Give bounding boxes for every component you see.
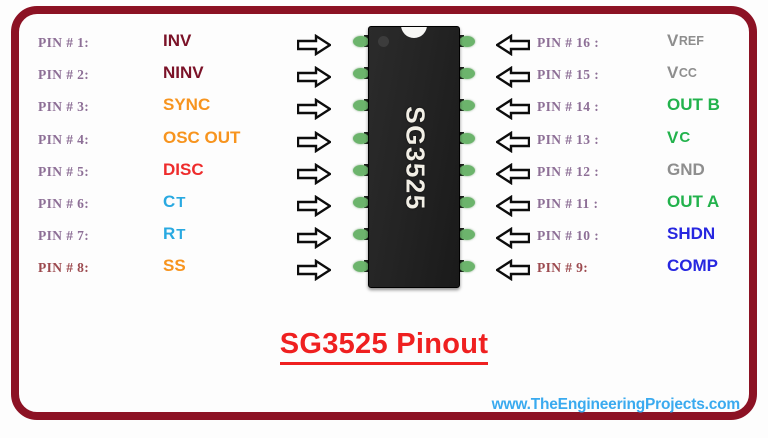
right-pin-number-13: PIN # 13 : [537,131,600,147]
chip-pin-right-12 [459,164,475,176]
right-pin-function-14: OUT B [667,95,720,115]
left-pin-function-3: SYNC [163,95,211,115]
left-pin-function-4: OSC OUT [163,127,241,147]
arrow-right-icon [297,98,331,121]
arrow-right-icon [297,130,331,153]
arrow-left-icon [496,259,530,282]
left-pin-number-7: PIN # 7: [38,228,90,244]
arrow-left-icon [496,98,530,121]
right-pin-function-11: OUT A [667,192,720,211]
chip-pin-right-13 [459,132,475,144]
left-pin-function-2: NINV [163,63,204,83]
chip-pin-right-14 [459,100,475,112]
arrow-left-icon [496,34,530,56]
left-pin-function-1: INV [163,31,192,50]
chip-pin-right-16 [459,36,475,47]
chip-part-number-text: SG3525 [400,105,431,211]
right-pin-function-10: SHDN [667,224,716,244]
diagram-frame [11,6,757,420]
chip-pin-left-4 [353,132,369,144]
chip-pin-right-11 [459,197,475,208]
right-pin-number-10: PIN # 10 : [537,228,600,244]
right-pin-number-12: PIN # 12 : [537,163,600,179]
page-title-text: SG3525 Pinout [279,328,489,365]
chip-pin-right-15 [459,68,475,80]
chip-pin-left-6 [353,197,369,208]
left-pin-function-5: DISC [163,159,204,179]
chip-pin-left-3 [353,100,369,112]
chip-pin-right-10 [459,229,475,241]
chip-body: SG3525 [368,26,460,288]
left-pin-number-2: PIN # 2: [38,67,90,83]
chip-pin-left-7 [353,229,369,241]
arrow-right-icon [297,227,331,250]
left-pin-number-3: PIN # 3: [38,99,90,115]
right-pin-function-12: GND [667,159,705,179]
chip-pin-left-8 [353,261,369,273]
page-title: SG3525 Pinout [0,328,768,365]
footer-url: www.TheEngineeringProjects.com [491,396,741,413]
left-pin-function-8: SS [163,256,186,276]
arrow-right-icon [297,259,331,282]
chip-part-number: SG3525 [369,27,459,287]
chip-pin-right-9 [459,261,475,273]
right-pin-number-11: PIN # 11 : [537,196,599,211]
arrow-left-icon [496,195,530,217]
left-pin-number-1: PIN # 1: [38,35,90,50]
chip-pin-left-5 [353,164,369,176]
chip-notch-icon [401,27,427,38]
arrow-left-icon [496,227,530,250]
arrow-right-icon [297,195,331,217]
left-pin-number-5: PIN # 5: [38,163,90,179]
arrow-right-icon [297,34,331,56]
chip-pin1-dot-icon [378,36,389,47]
right-pin-number-9: PIN # 9: [537,260,589,276]
arrow-right-icon [297,162,331,185]
arrow-left-icon [496,66,530,89]
right-pin-number-15: PIN # 15 : [537,67,600,83]
ic-chip: SG3525 [352,26,476,290]
right-pin-function-9: COMP [667,256,718,276]
left-pin-number-8: PIN # 8: [38,260,90,276]
arrow-left-icon [496,162,530,185]
right-pin-number-16: PIN # 16 : [537,35,600,50]
chip-pin-left-1 [353,36,369,47]
arrow-right-icon [297,66,331,89]
arrow-left-icon [496,130,530,153]
left-pin-number-4: PIN # 4: [38,131,90,147]
right-pin-number-14: PIN # 14 : [537,99,600,115]
chip-pin-left-2 [353,68,369,80]
left-pin-number-6: PIN # 6: [38,196,90,211]
